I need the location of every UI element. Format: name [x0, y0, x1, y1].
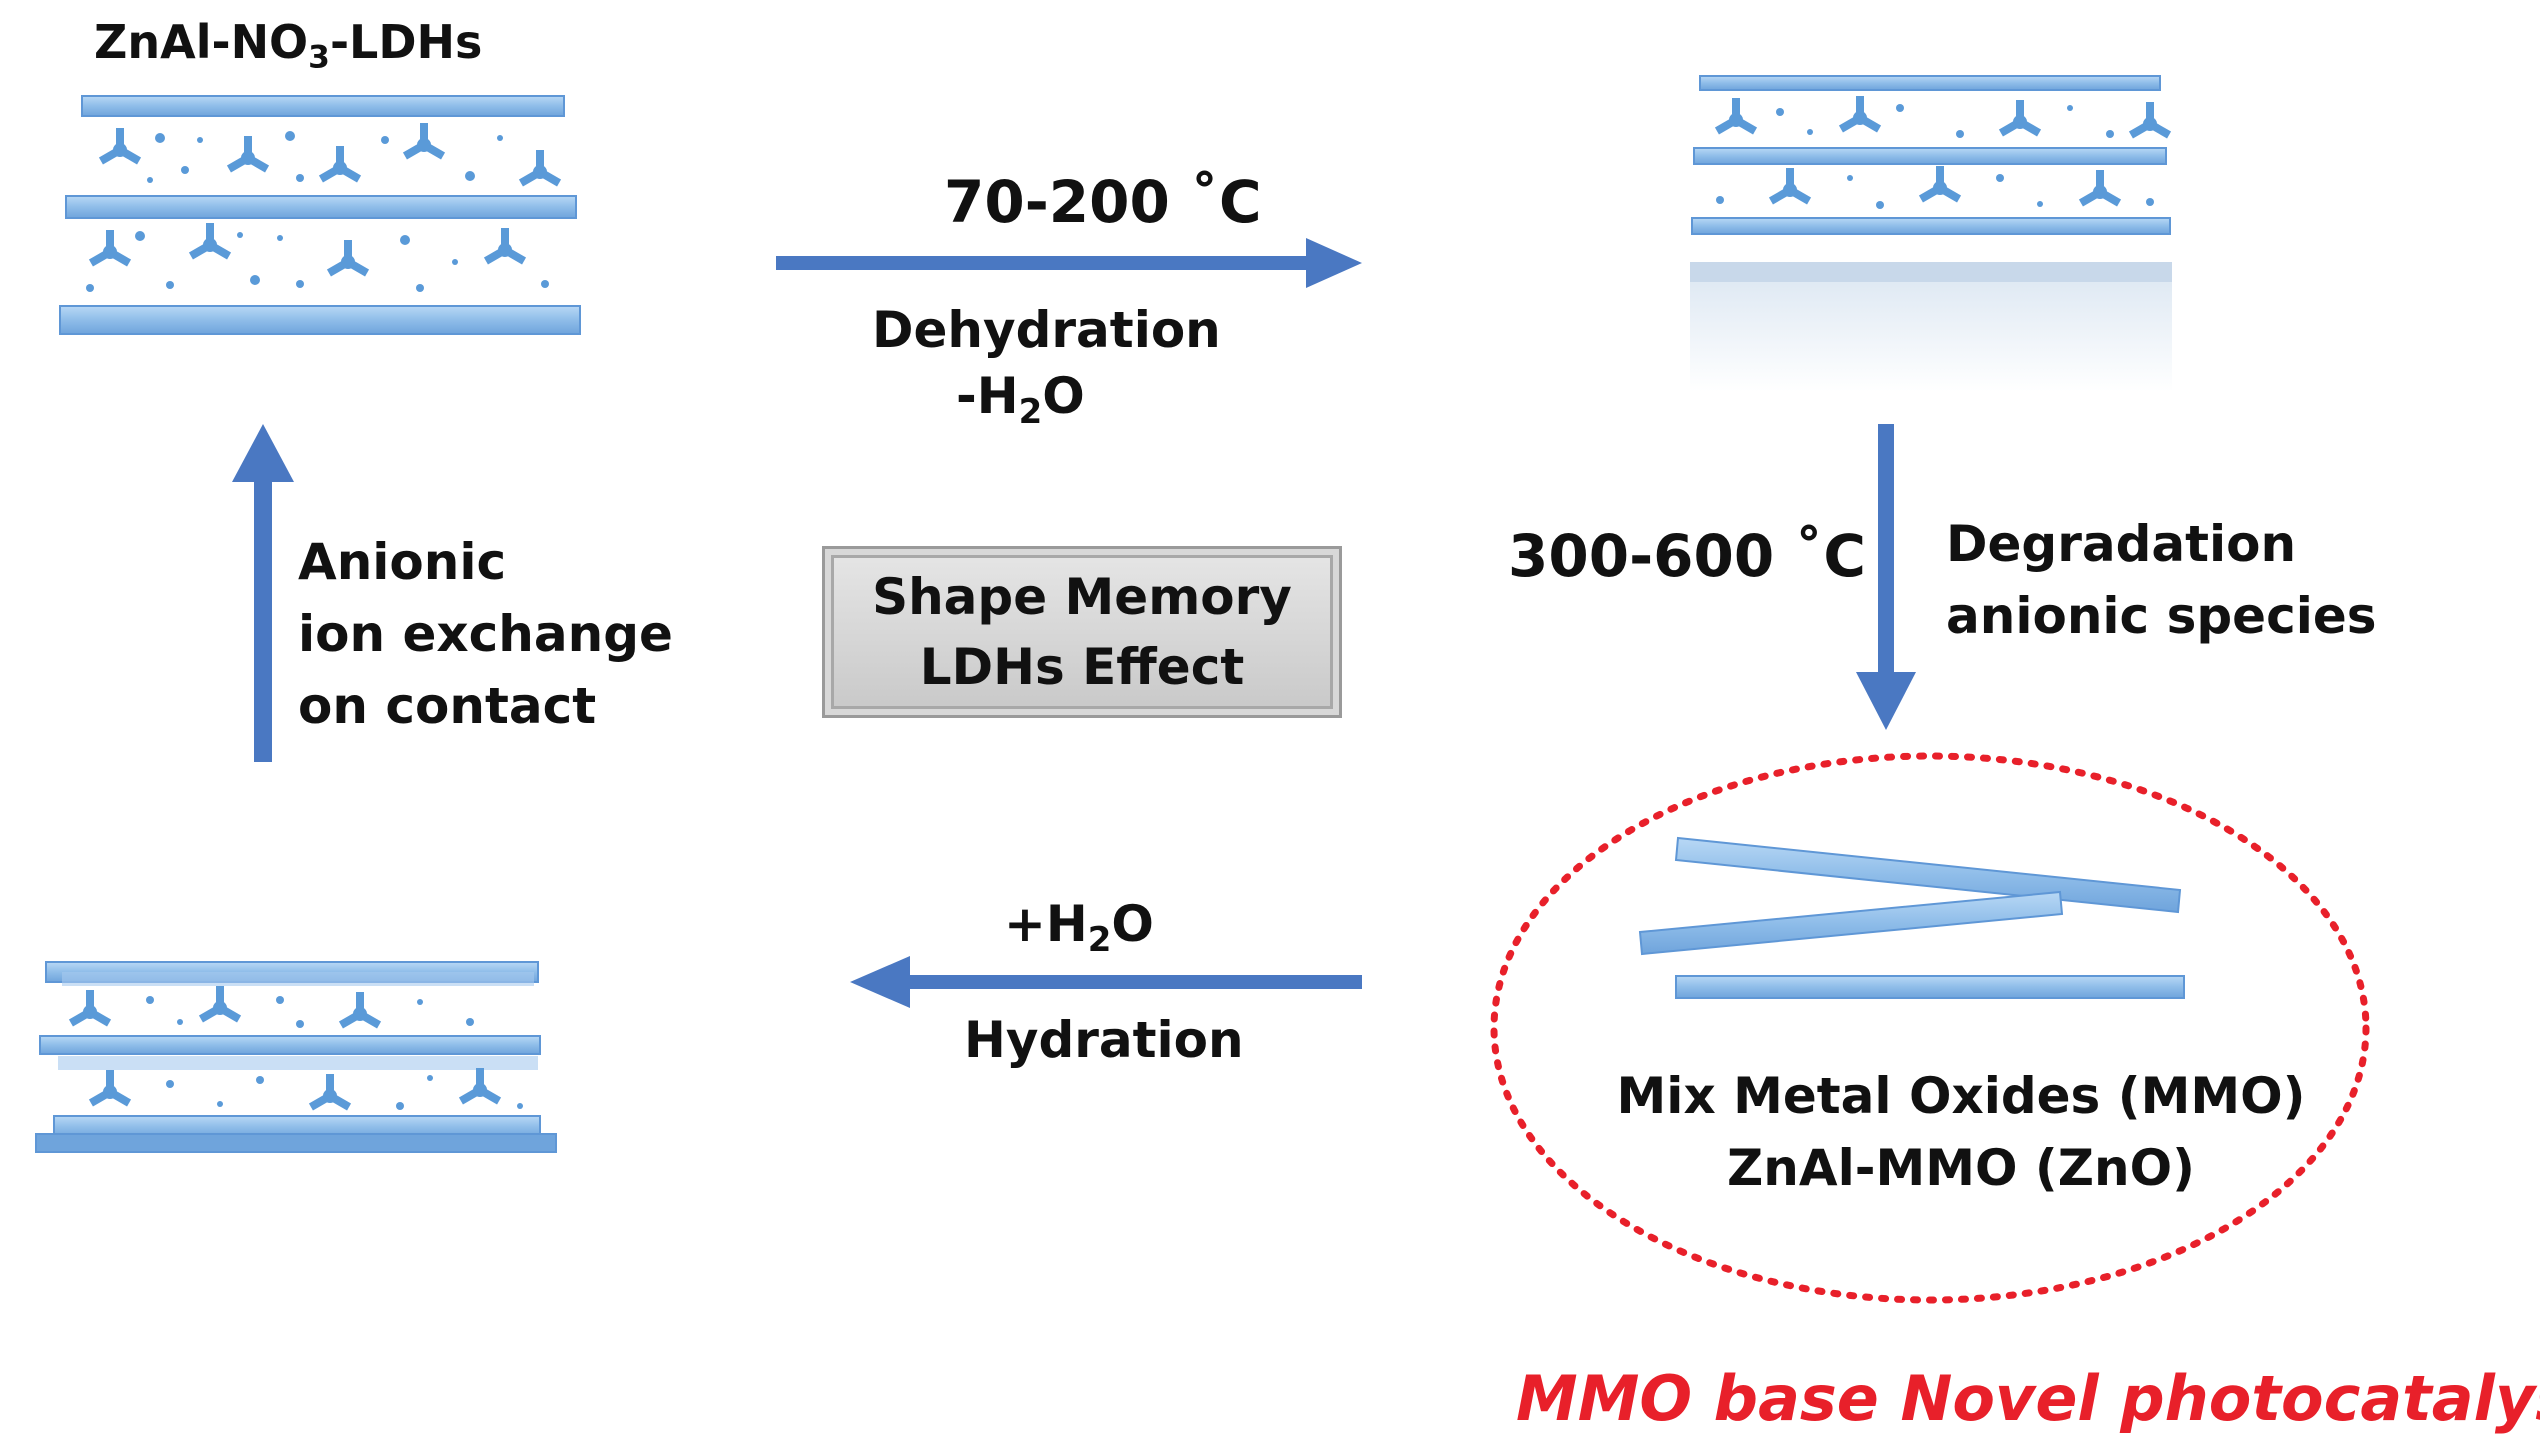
arrow-down-degradation: [1856, 424, 1916, 730]
shape-memory-line1: Shape Memory: [872, 568, 1292, 626]
dehydration-water-suffix: O: [1042, 367, 1085, 425]
ldh-title-main: ZnAl-NO: [94, 15, 309, 69]
hydration-water-sub: 2: [1087, 920, 1112, 961]
mmo-line1: Mix Metal Oxides (MMO): [1616, 1067, 2306, 1125]
hydration-water-prefix: +H: [1004, 895, 1088, 953]
arrow-left-hydration: [850, 956, 1362, 1008]
ldh-title-sub: 3: [308, 39, 330, 76]
mmo-line2: ZnAl-MMO (ZnO): [1727, 1139, 2195, 1197]
dehydration-water-prefix: -H: [956, 367, 1019, 425]
arrow-right-dehydration: [776, 238, 1362, 288]
arrow-up-ion-exchange: [232, 424, 294, 762]
mmo-slabs: [1638, 836, 2185, 999]
ion-exchange-line3: on contact: [298, 677, 597, 735]
dehydration-water-sub: 2: [1018, 392, 1043, 433]
ldh-stack-top-right: [1690, 75, 2172, 392]
ldh-title-suffix: -LDHs: [329, 15, 483, 69]
degradation-temp-label: 300-600 ˚C: [1508, 522, 1866, 590]
ldh-title-label: ZnAl-NO3-LDHs: [94, 6, 482, 93]
shape-memory-box: Shape Memory LDHs Effect: [822, 546, 1342, 718]
dehydration-label: Dehydration: [872, 301, 1221, 359]
hydration-water-label: +H2O: [1004, 888, 1154, 976]
ion-exchange-line1: Anionic: [298, 533, 507, 591]
ldh-stack-top-left: [59, 95, 581, 335]
mmo-dashed-ellipse: [1490, 752, 2370, 1304]
hydration-label: Hydration: [964, 1011, 1244, 1069]
dehydration-temp-label: 70-200 ˚C: [944, 168, 1262, 236]
ldh-stack-bottom-left: [35, 961, 557, 1153]
shape-memory-line2: LDHs Effect: [919, 638, 1245, 696]
degradation-line1: Degradation: [1946, 515, 2297, 573]
caption-mmo-photocatalyst: MMO base Novel photocatalyst: [1516, 1362, 2540, 1435]
degradation-line2: anionic species: [1946, 587, 2377, 645]
ion-exchange-line2: ion exchange: [298, 605, 673, 663]
hydration-water-suffix: O: [1111, 895, 1154, 953]
dehydration-water-label: -H2O: [956, 360, 1085, 448]
